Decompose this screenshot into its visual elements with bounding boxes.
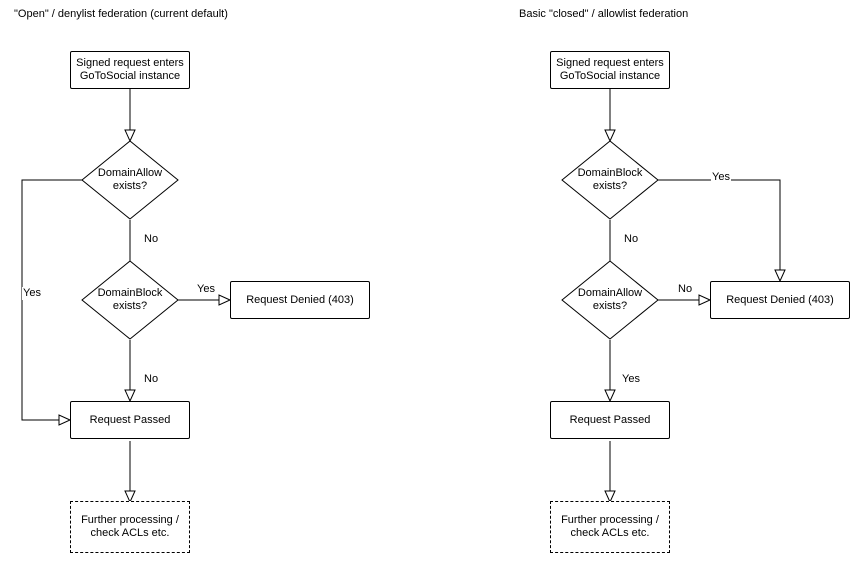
- left-request-denied-node: Request Denied (403): [230, 281, 370, 319]
- left-allow-yes-label: Yes: [22, 287, 42, 300]
- right-further-processing-label: Further processing / check ACLs etc.: [561, 514, 659, 539]
- right-domainallow-decision: DomainAllow exists?: [561, 260, 659, 340]
- left-block-yes-label: Yes: [196, 283, 216, 296]
- arrowhead-right-1: [604, 129, 616, 143]
- right-block-no-label: No: [623, 233, 640, 246]
- left-further-processing-label: Further processing / check ACLs etc.: [81, 514, 179, 539]
- left-block-no-label: No: [143, 373, 160, 386]
- arrowhead-left-5: [124, 389, 136, 403]
- right-request-passed-node: Request Passed: [550, 401, 670, 439]
- left-further-processing-node: Further processing / check ACLs etc.: [70, 501, 190, 553]
- left-request-passed-node: Request Passed: [70, 401, 190, 439]
- edge-left-allow-yes: [21, 179, 82, 421]
- right-domainblock-label: DomainBlock exists?: [577, 167, 643, 192]
- right-request-passed-label: Request Passed: [569, 413, 651, 426]
- left-domainblock-decision: DomainBlock exists?: [81, 260, 179, 340]
- left-domainallow-label: DomainAllow exists?: [97, 167, 163, 192]
- left-domainallow-decision: DomainAllow exists?: [81, 140, 179, 220]
- arrowhead-right-5: [604, 389, 616, 403]
- edge-right-block-yes: [658, 179, 781, 273]
- left-diagram-title: "Open" / denylist federation (current de…: [14, 8, 228, 20]
- right-domainallow-label: DomainAllow exists?: [577, 287, 643, 312]
- left-entry-label: Signed request enters GoToSocial instanc…: [76, 57, 184, 82]
- arrowhead-left-1: [124, 129, 136, 143]
- arrowhead-left-4: [218, 294, 232, 306]
- right-further-processing-node: Further processing / check ACLs etc.: [550, 501, 670, 553]
- left-allow-no-label: No: [143, 233, 160, 246]
- left-entry-node: Signed request enters GoToSocial instanc…: [70, 51, 190, 89]
- right-diagram-title: Basic "closed" / allowlist federation: [519, 8, 689, 20]
- arrowhead-right-2: [774, 269, 786, 283]
- arrowhead-right-6: [604, 490, 616, 504]
- right-entry-node: Signed request enters GoToSocial instanc…: [550, 51, 670, 89]
- right-request-denied-label: Request Denied (403): [726, 293, 834, 306]
- right-domainblock-decision: DomainBlock exists?: [561, 140, 659, 220]
- arrowhead-left-3: [58, 414, 72, 426]
- right-block-yes-label: Yes: [711, 171, 731, 184]
- arrowhead-right-4: [698, 294, 712, 306]
- left-domainblock-label: DomainBlock exists?: [97, 287, 163, 312]
- right-request-denied-node: Request Denied (403): [710, 281, 850, 319]
- right-allow-no-label: No: [677, 283, 694, 296]
- left-request-passed-label: Request Passed: [89, 413, 171, 426]
- right-allow-yes-label: Yes: [621, 373, 641, 386]
- left-request-denied-label: Request Denied (403): [246, 293, 354, 306]
- arrowhead-left-6: [124, 490, 136, 504]
- right-entry-label: Signed request enters GoToSocial instanc…: [556, 57, 664, 82]
